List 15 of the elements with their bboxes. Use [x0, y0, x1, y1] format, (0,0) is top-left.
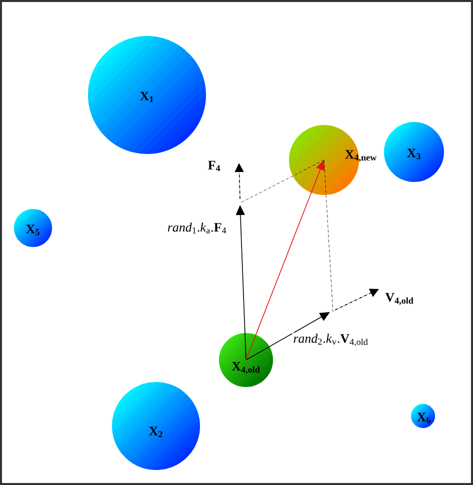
projection-line	[324, 160, 334, 312]
vector-label: V$_{4,old}$	[385, 292, 414, 306]
node-label: X	[232, 362, 241, 370]
node-label: 2	[158, 431, 162, 438]
edge-label: rand$_{1}$.k$_{a}$.F$_{4}$	[166, 222, 228, 234]
circle-node: X$_{4,old}$	[219, 333, 273, 387]
node-label: 5	[36, 229, 40, 236]
vector-label: F$_{4}$	[208, 160, 220, 172]
circle-node: X$_{2}$	[112, 382, 200, 470]
circle-node: X$_{3}$	[384, 122, 444, 182]
circle-node: X$_{1}$	[88, 36, 206, 154]
edge-label: rand$_{2}$.k$_{v}$.V$_{4,old}$	[292, 332, 370, 348]
arrow	[246, 312, 330, 360]
circle-node: X$_{5}$	[14, 209, 52, 247]
projection-line	[240, 160, 324, 204]
